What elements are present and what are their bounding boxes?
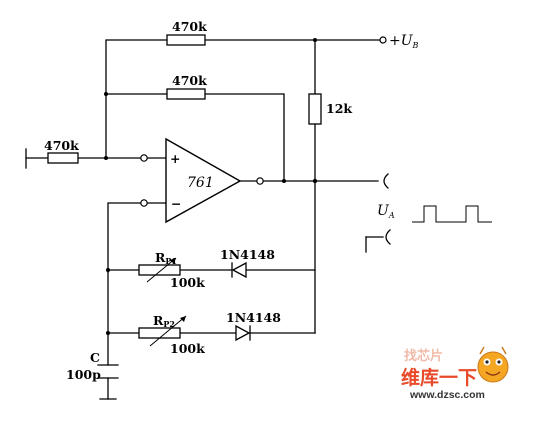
capacitor [97, 364, 119, 400]
watermark-main-text: 维库一下 [401, 366, 477, 389]
resistor-top [166, 34, 206, 46]
watermark: 找芯片 维库一下 www.dzsc.com [401, 346, 509, 401]
junction-rp2 [106, 331, 110, 335]
opamp-minus-sign: − [171, 196, 181, 211]
terminal-supply [379, 36, 387, 44]
watermark-top-text: 找芯片 [404, 348, 443, 364]
supply-label: +UB [389, 33, 419, 50]
wire-fb-right [204, 93, 285, 182]
rp1-label: RP1 [155, 250, 177, 266]
mascot-icon [477, 346, 509, 383]
resistor-feedback-label: 470k [172, 73, 207, 88]
watermark-url: www.dzsc.com [409, 389, 485, 401]
diode-1-label: 1N4148 [220, 247, 275, 262]
potentiometer-rp2 [138, 315, 187, 347]
resistor-pullup-label: 12k [326, 101, 352, 116]
rp2-value: 100k [170, 341, 205, 356]
junction-top [313, 38, 317, 42]
wires [25, 39, 381, 400]
diode-1 [231, 261, 247, 279]
diode-2 [235, 324, 251, 342]
resistor-feedback [166, 88, 206, 100]
terminals [140, 36, 387, 207]
capacitor-value: 100p [66, 367, 101, 382]
capacitor-label: C [90, 350, 100, 365]
wire-top-left [105, 39, 168, 159]
resistor-pullup [308, 93, 322, 125]
output-ground-connector [365, 229, 391, 253]
square-wave [412, 205, 492, 223]
opamp-plus-sign: + [170, 151, 180, 166]
junction-out-fb [282, 179, 286, 183]
junctions [104, 38, 318, 335]
junction-out-right [312, 178, 318, 184]
terminal-plus [140, 154, 148, 162]
wire-minus-left [107, 202, 142, 273]
resistor-input-label: 470k [44, 138, 79, 153]
opamp [165, 137, 242, 224]
junction-input [104, 156, 108, 160]
junction-rp1 [106, 268, 110, 272]
resistor-top-label: 470k [172, 19, 207, 34]
terminal-output [256, 177, 264, 185]
diode-2-label: 1N4148 [226, 310, 281, 325]
rp1-value: 100k [170, 275, 205, 290]
junction-feedback [104, 92, 108, 96]
output-connector [383, 173, 389, 189]
terminal-minus [140, 199, 148, 207]
potentiometer-rp1 [138, 257, 181, 283]
rp2-label: RP2 [153, 313, 175, 329]
resistor-input [47, 152, 79, 164]
output-label: UA [377, 203, 395, 220]
opamp-label: 761 [187, 175, 214, 191]
